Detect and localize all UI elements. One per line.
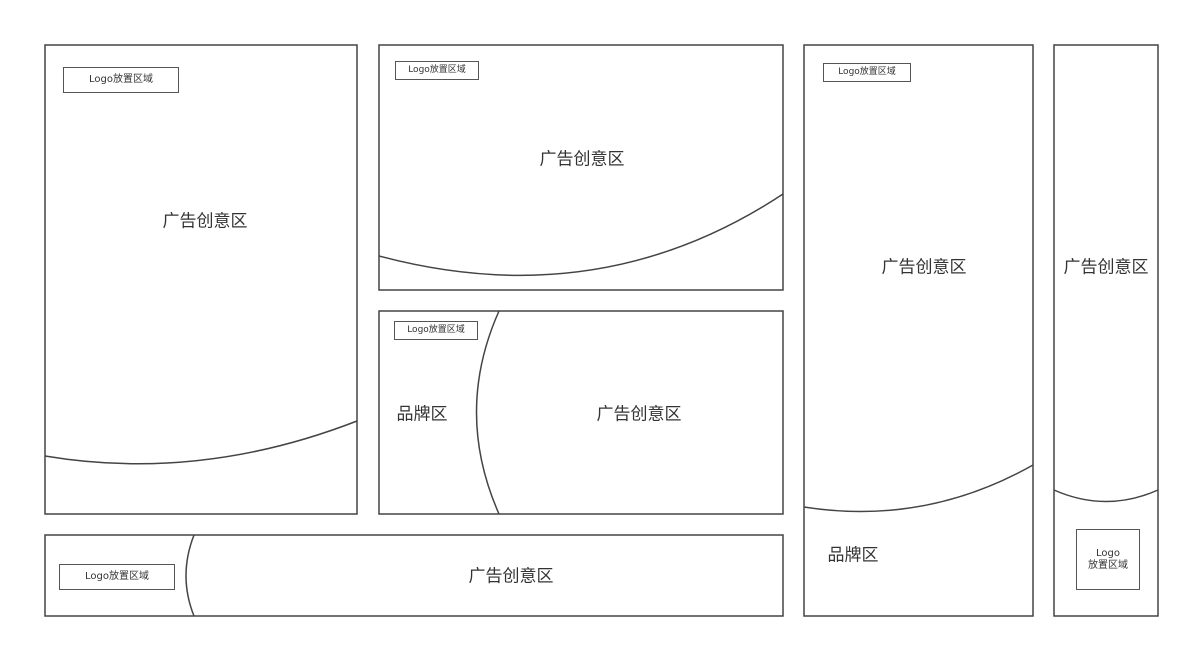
- panel-bottom-banner-ad-area: 广告创意区: [468, 566, 554, 587]
- panel-skyscraper-frame: [1053, 44, 1159, 617]
- panel-skyscraper-ad-area: 广告创意区: [1063, 257, 1149, 278]
- panel-skyscraper-logo-area: Logo 放置区域: [1076, 529, 1140, 590]
- panel-wide-top-divider: [378, 193, 784, 277]
- panel-wide-top-frame: [378, 44, 784, 291]
- panel-split-brand-divider: [475, 310, 500, 515]
- panel-wide-top-ad-area: 广告创意区: [539, 149, 625, 170]
- panel-split-brand-brand-area: 品牌区: [396, 404, 448, 425]
- panel-tall-brand-logo-area: Logo放置区域: [823, 63, 911, 82]
- panel-skyscraper-logo-sub: 放置区域: [1088, 559, 1128, 571]
- panel-split-brand-logo-area: Logo放置区域: [394, 321, 478, 340]
- panel-tall-left-ad-area: 广告创意区: [162, 211, 248, 232]
- panel-bottom-banner-logo-area: Logo放置区域: [59, 564, 175, 590]
- panel-split-brand-ad-area: 广告创意区: [596, 404, 682, 425]
- panel-tall-left-frame: [44, 44, 358, 515]
- panel-split-brand-frame: [378, 310, 784, 515]
- panel-skyscraper-divider: [1053, 489, 1159, 503]
- panel-tall-brand-ad-area: 广告创意区: [881, 257, 967, 278]
- panel-skyscraper-logo-word: Logo: [1096, 548, 1120, 559]
- panel-tall-brand-divider: [803, 464, 1034, 513]
- panel-tall-brand-brand-area: 品牌区: [827, 545, 879, 566]
- panel-bottom-banner-divider: [185, 534, 195, 617]
- panel-tall-brand-frame: [803, 44, 1034, 617]
- panel-bottom-banner-frame: [44, 534, 784, 617]
- panel-tall-left-logo-area: Logo放置区域: [63, 67, 179, 93]
- panel-wide-top-logo-area: Logo放置区域: [395, 61, 479, 80]
- panel-tall-left-divider: [44, 420, 358, 465]
